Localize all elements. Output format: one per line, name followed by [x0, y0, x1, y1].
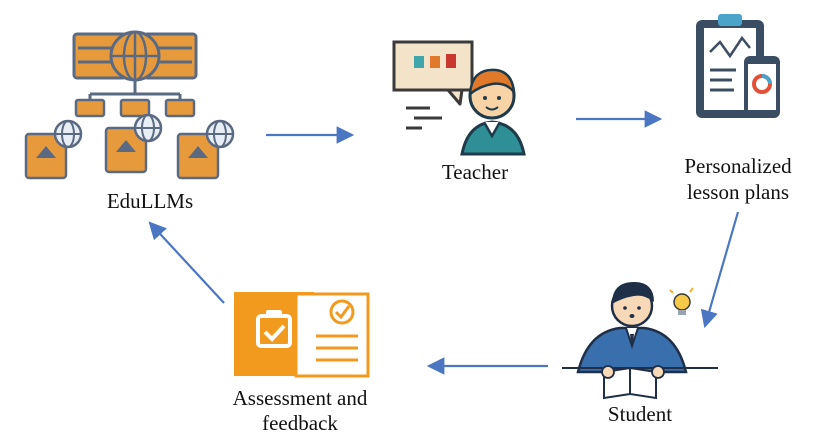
lesson-plans-label-line2: lesson plans: [686, 180, 790, 204]
assessment-label-line1: Assessment and: [232, 386, 368, 410]
network-server-books-icon: [24, 30, 235, 180]
arrow-assessment-to-edullms: [148, 221, 225, 304]
student-label: Student: [607, 402, 673, 426]
teacher-presentation-icon: [392, 40, 526, 156]
edullms-label: EduLLMs: [106, 189, 194, 213]
assessment-label-line2: feedback: [262, 411, 338, 435]
teacher-label: Teacher: [441, 160, 509, 184]
clipboard-chart-phone-icon: [696, 14, 780, 118]
assessment-checklist-icon: [234, 292, 370, 378]
arrow-lesson-plans-to-student: [700, 211, 740, 329]
student-writing-icon: [562, 282, 718, 400]
lesson-plans-label-line1: Personalized: [684, 154, 792, 178]
